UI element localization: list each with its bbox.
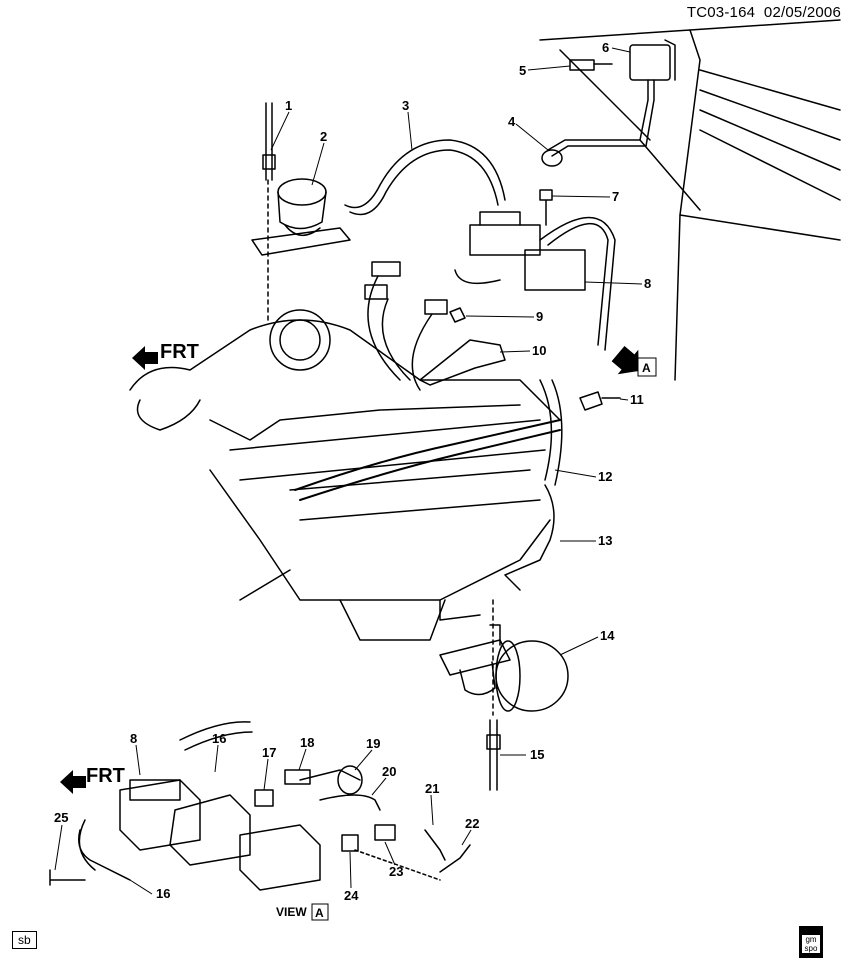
callout-labels: 1 2 3 4 5 6 7 8 9 10 11 12 13 14 15 8 16… (54, 40, 651, 903)
callout-24: 24 (344, 888, 359, 903)
part-1-stud (262, 102, 276, 321)
view-label-text: VIEW (276, 905, 307, 919)
callout-20: 20 (382, 764, 396, 779)
part-3-hose (344, 139, 506, 216)
parts-4-6-sensor-pipe (541, 39, 676, 167)
part-8-solenoid-assembly (454, 211, 616, 351)
frt-arrow-main: FRT (132, 341, 199, 370)
gm-spo-logo: gm spo (799, 926, 823, 958)
callout-8-main: 8 (644, 276, 651, 291)
callout-25: 25 (54, 810, 68, 825)
document-date: 02/05/2006 (763, 4, 841, 21)
callout-2: 2 (320, 129, 327, 144)
callout-leaders (54, 47, 643, 895)
callout-16-top: 16 (212, 731, 226, 746)
part-11-bolt (579, 391, 621, 411)
part-2-egr-valve (251, 178, 351, 256)
callout-22: 22 (465, 816, 479, 831)
gm-spo-logo-text: gm spo (802, 935, 820, 953)
callout-7: 7 (612, 189, 619, 204)
body-panel (539, 19, 841, 381)
callout-10: 10 (532, 343, 546, 358)
part-9-nut (449, 307, 466, 323)
callout-15: 15 (530, 747, 544, 762)
callout-5: 5 (519, 63, 526, 78)
inset-view-a (49, 721, 471, 891)
part-13-pipe (504, 484, 555, 591)
callout-14: 14 (600, 628, 615, 643)
frt-label-main: FRT (160, 341, 199, 363)
view-arrow-letter: A (642, 361, 651, 375)
document-id: TC03-164 (686, 4, 756, 21)
callout-1: 1 (285, 98, 292, 113)
sb-tag: sb (12, 931, 37, 949)
callout-17: 17 (262, 745, 276, 760)
callout-12: 12 (598, 469, 612, 484)
view-a-label: VIEW A (276, 903, 329, 921)
part-12-hose (539, 379, 563, 486)
callout-16-bottom: 16 (156, 886, 170, 901)
part-10-bracket (419, 339, 506, 386)
part-15-stud (486, 599, 501, 791)
view-label-letter: A (315, 906, 324, 920)
callout-6: 6 (602, 40, 609, 55)
callout-9: 9 (536, 309, 543, 324)
view-a-arrow: A (611, 345, 657, 377)
callout-13: 13 (598, 533, 612, 548)
harness-connectors (364, 261, 448, 391)
part-14-egr-valve (439, 624, 569, 712)
callout-4: 4 (508, 114, 516, 129)
diagram-reference-header: TC03-164 02/05/2006 (687, 4, 841, 21)
callout-23: 23 (389, 864, 403, 879)
part-7-bolt (539, 189, 553, 226)
frt-arrow-inset: FRT (60, 765, 125, 794)
callout-3: 3 (402, 98, 409, 113)
frt-label-inset: FRT (86, 765, 125, 787)
callout-21: 21 (425, 781, 439, 796)
callout-11: 11 (630, 392, 644, 407)
callout-18: 18 (300, 735, 314, 750)
engine-block (129, 309, 561, 641)
engine-wiring-harness (294, 419, 561, 501)
callout-8-inset: 8 (130, 731, 137, 746)
callout-19: 19 (366, 736, 380, 751)
